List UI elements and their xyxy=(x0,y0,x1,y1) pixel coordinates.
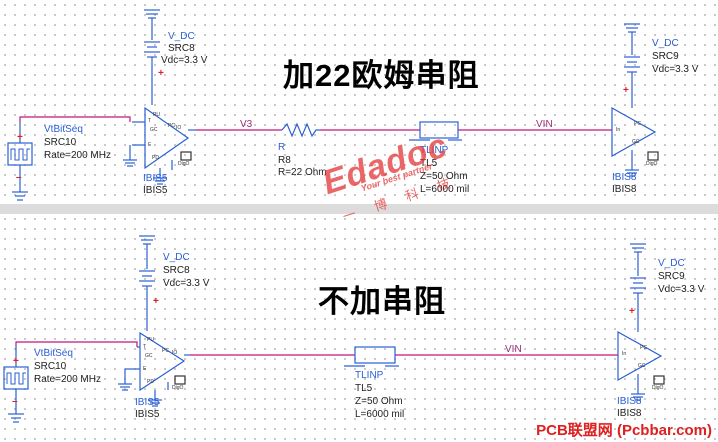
bottom-driver-ibis5 xyxy=(118,331,190,407)
top-driver-id-link: IBIS5 xyxy=(143,173,168,184)
svg-text:+: + xyxy=(629,306,635,317)
bottom-tl-id: TL5 xyxy=(355,383,373,394)
top-tline-tl5 xyxy=(409,121,462,141)
bottom-tl-name: TLINP xyxy=(355,370,384,381)
pin-gc-rx-b: GC xyxy=(638,363,646,369)
bottom-driver-id-link: IBIS5 xyxy=(135,397,160,408)
pin-pc-b: PC xyxy=(162,348,169,354)
bottom-src9-id: SRC9 xyxy=(658,271,685,282)
bottom-title: 不加串阻 xyxy=(318,284,446,319)
top-net-vin: VIN xyxy=(536,119,553,130)
top-receiver-id: IBIS8 xyxy=(612,184,637,195)
bottom-vdc-src9 xyxy=(630,243,646,332)
top-src8-name: V_DC xyxy=(168,31,195,42)
bottom-driver-digo: DigO xyxy=(172,385,184,391)
top-driver-digo: DigO xyxy=(178,161,190,167)
top-schematic-panel[interactable]: + + + – 加22欧姆串阻 V_DC SRC8 Vdc=3.3 V VtBitS… xyxy=(0,0,718,204)
top-receiver-id-link: IBIS8 xyxy=(612,172,637,183)
top-receiver-ibis8 xyxy=(611,106,659,177)
bottom-receiver-id: IBIS8 xyxy=(617,408,642,419)
pin-pc-rx-b: PC xyxy=(640,345,647,351)
top-src9-name: V_DC xyxy=(652,38,679,49)
bottom-receiver-ibis8 xyxy=(617,330,665,401)
svg-text:+: + xyxy=(623,85,629,96)
top-wires xyxy=(19,116,612,131)
svg-text:+: + xyxy=(158,68,164,79)
bottom-src10-name: VtBitSeq xyxy=(34,348,73,359)
bottom-src9-param: Vdc=3.3 V xyxy=(658,284,705,295)
top-tl-name: TLINP xyxy=(420,145,449,156)
pin-in: In xyxy=(616,127,621,133)
top-tl-z: Z=50 Ohm xyxy=(420,171,468,182)
bottom-wire-bitseq-to-driver xyxy=(15,341,138,347)
pin-pc-rx: PC xyxy=(634,121,641,127)
svg-text:–: – xyxy=(12,396,18,407)
bottom-src8-name: V_DC xyxy=(163,252,190,263)
bottom-wires xyxy=(15,341,618,356)
top-wire-bitseq-to-driver xyxy=(19,116,131,122)
pin-pu-b: PU xyxy=(147,337,154,343)
top-src10-id: SRC10 xyxy=(44,137,77,148)
footer-site-label: PCB联盟网 (Pcbbar.com) xyxy=(536,422,712,439)
pin-in-b: In xyxy=(622,351,627,357)
top-tl-len: L=6000 mil xyxy=(420,184,470,195)
svg-text:+: + xyxy=(13,356,19,367)
top-net-v3: V3 xyxy=(240,119,253,130)
top-schematic-drawing: + + + – xyxy=(7,9,659,201)
pin-gc-b: GC xyxy=(145,353,153,359)
pin-io: IO xyxy=(176,125,182,131)
top-driver-id: IBIS5 xyxy=(143,185,168,196)
svg-text:+: + xyxy=(153,296,159,307)
top-receiver-digo: DigO xyxy=(646,161,658,167)
top-src10-name: VtBitSeq xyxy=(44,124,83,135)
top-resistor-r8 xyxy=(281,122,320,138)
top-components xyxy=(7,9,659,201)
pin-pc: PC xyxy=(168,123,175,129)
top-driver-ibis5 xyxy=(123,106,196,185)
bottom-src10-param: Rate=200 MHz xyxy=(34,374,101,385)
bottom-vdc-src8 xyxy=(139,235,155,331)
top-src8-id: SRC8 xyxy=(168,43,195,54)
pin-e: E xyxy=(148,142,152,148)
pin-io-b: IO xyxy=(172,350,178,356)
top-src9-id: SRC9 xyxy=(652,51,679,62)
bottom-tl-z: Z=50 Ohm xyxy=(355,396,403,407)
top-vdc-src8 xyxy=(144,9,160,105)
top-tl-id: TL5 xyxy=(420,158,438,169)
pin-t-b: T xyxy=(143,344,147,350)
top-src10-param: Rate=200 MHz xyxy=(44,150,111,161)
bottom-src10-id: SRC10 xyxy=(34,361,67,372)
svg-text:+: + xyxy=(17,132,23,143)
svg-text:–: – xyxy=(16,172,22,183)
pin-e-b: E xyxy=(143,366,147,372)
top-vdc-src9 xyxy=(624,23,640,108)
pin-gc-rx: GC xyxy=(632,139,640,145)
pin-t: T xyxy=(148,118,152,124)
top-src8-param: Vdc=3.3 V xyxy=(161,55,208,66)
bottom-schematic-drawing: + + + – xyxy=(3,235,665,423)
bottom-components xyxy=(3,235,665,423)
pin-pd: PD xyxy=(152,155,159,161)
bottom-driver-id: IBIS5 xyxy=(135,409,160,420)
top-r-param: R=22 Ohm xyxy=(278,167,327,178)
bottom-src8-param: Vdc=3.3 V xyxy=(163,278,210,289)
pin-pu: PU xyxy=(153,112,160,118)
top-src9-param: Vdc=3.3 V xyxy=(652,64,699,75)
bottom-tl-len: L=6000 mil xyxy=(355,409,405,420)
bottom-schematic-panel[interactable]: ++ +– 不加串阻 V_DC SRC8 Vdc=3.3 V VtBitSeq … xyxy=(0,214,718,442)
top-r-name: R xyxy=(278,142,286,153)
bottom-net-vin: VIN xyxy=(505,344,522,355)
bottom-receiver-id-link: IBIS8 xyxy=(617,396,642,407)
bottom-tline-tl5 xyxy=(344,346,399,367)
pin-gc: GC xyxy=(150,127,158,133)
top-bitseq-src10 xyxy=(7,122,33,201)
bottom-bitseq-src10 xyxy=(3,346,29,423)
top-title: 加22欧姆串阻 xyxy=(283,58,480,93)
top-r-id: R8 xyxy=(278,155,291,166)
bottom-src9-name: V_DC xyxy=(658,258,685,269)
bottom-receiver-digo: DigO xyxy=(652,385,664,391)
pin-pd-b: PD xyxy=(147,379,154,385)
bottom-src8-id: SRC8 xyxy=(163,265,190,276)
